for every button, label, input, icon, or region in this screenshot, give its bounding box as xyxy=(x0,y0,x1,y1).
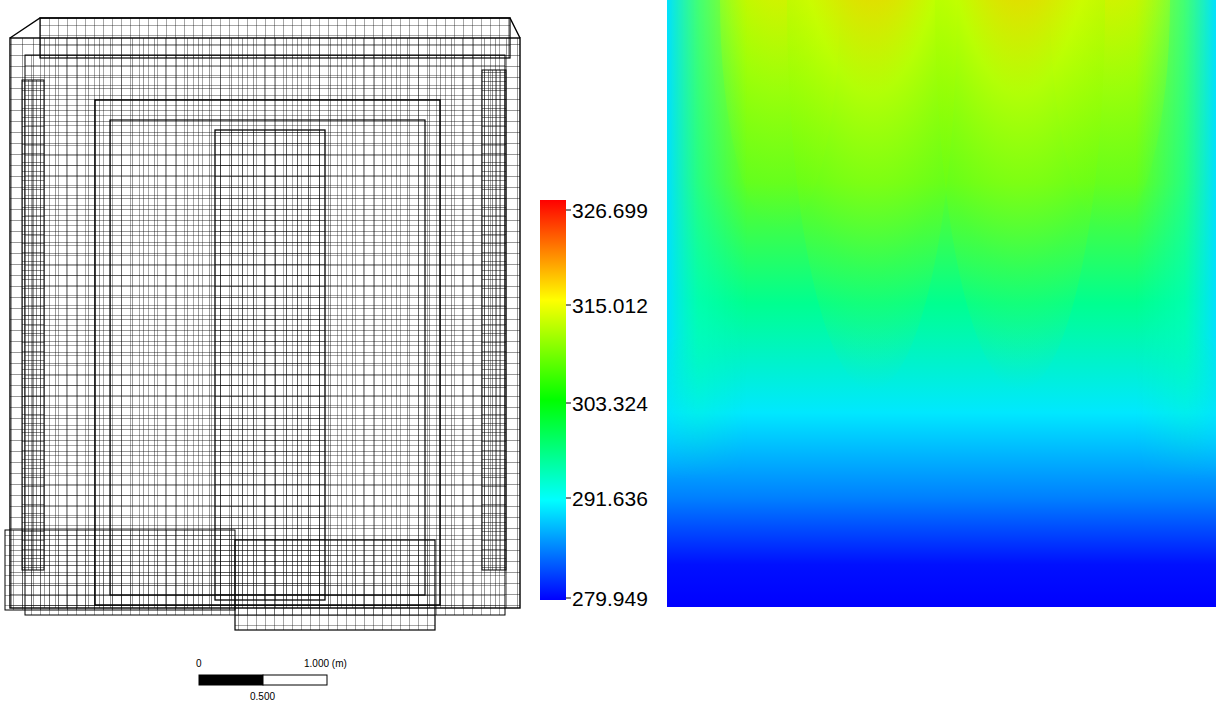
color-bar-ticks xyxy=(566,210,571,598)
scale-bar xyxy=(199,675,327,685)
color-bar-value: 279.949 xyxy=(572,588,648,609)
scale-label: 0 xyxy=(196,659,202,669)
mesh-wireframe xyxy=(5,18,520,630)
color-bar-value: 291.636 xyxy=(572,488,648,509)
temperature-contour xyxy=(667,0,1216,607)
color-bar xyxy=(540,200,566,600)
color-bar-value: 326.699 xyxy=(572,200,648,221)
color-bar-value: 315.012 xyxy=(572,295,648,316)
color-bar-value: 303.324 xyxy=(572,393,648,414)
scale-label: 0.500 xyxy=(250,692,275,702)
scale-label: 1.000 (m) xyxy=(304,659,347,669)
